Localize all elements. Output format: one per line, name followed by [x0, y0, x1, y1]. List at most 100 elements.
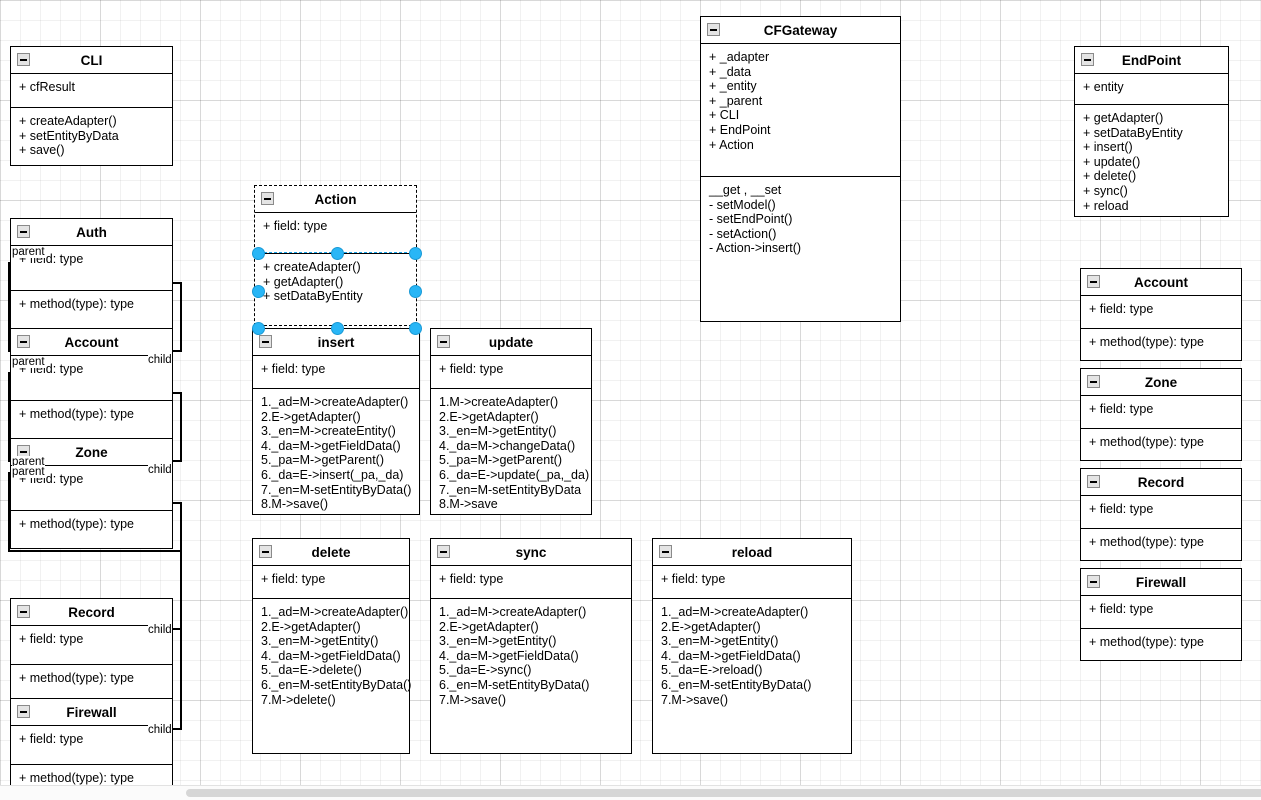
class-methods-record-left-line: + method(type): type	[19, 671, 134, 685]
class-methods-cfgateway: __get , __set- setModel()- setEndPoint()…	[701, 176, 900, 321]
class-methods-reload-line: 5._da=E->reload()	[661, 663, 763, 678]
class-methods-cfgateway-line: __get , __set	[709, 183, 782, 197]
collapse-minus-icon[interactable]	[437, 335, 450, 348]
class-methods-insert-line: 7._en=M-setEntityByData()	[261, 482, 412, 497]
class-methods-sync-line: 4._da=M->getFieldData()	[439, 648, 579, 663]
horizontal-scroll-thumb[interactable]	[186, 789, 1261, 797]
class-methods-action-line: + getAdapter()	[263, 274, 344, 289]
class-methods-cfgateway-line: - setModel()	[709, 197, 776, 212]
collapse-minus-icon[interactable]	[17, 53, 30, 66]
class-methods-update-line: 8.M->save	[439, 497, 498, 512]
class-fields-record-left: + field: type	[11, 626, 172, 664]
collapse-minus-icon[interactable]	[707, 23, 720, 36]
uml-class-insert[interactable]: insert + field: type 1._ad=M->createAdapte…	[252, 328, 420, 515]
collapse-minus-icon[interactable]	[17, 605, 30, 618]
collapse-minus-icon[interactable]	[1087, 575, 1100, 588]
connection-label: child	[148, 624, 172, 636]
collapse-minus-icon[interactable]	[17, 335, 30, 348]
uml-class-record-left[interactable]: Record+ field: type+ method(type): type	[10, 598, 173, 703]
class-methods-sync: 1._ad=M->createAdapter()2.E->getAdapter(…	[431, 598, 631, 753]
selection-handle[interactable]	[409, 247, 422, 260]
collapse-minus-icon[interactable]	[259, 545, 272, 558]
class-methods-action-line: + setDataByEntity	[263, 289, 363, 304]
class-fields-insert-line: + field: type	[261, 362, 326, 376]
class-title-delete: delete	[311, 545, 351, 560]
uml-class-zone-right[interactable]: Zone+ field: type+ method(type): type	[1080, 368, 1242, 461]
collapse-minus-icon[interactable]	[1087, 475, 1100, 488]
class-title-account-right: Account	[1134, 275, 1188, 290]
collapse-minus-icon[interactable]	[1081, 53, 1094, 66]
uml-class-cfgateway[interactable]: CFGateway+ _adapter+ _data+ _entity+ _pa…	[700, 16, 901, 322]
class-header-delete: delete	[253, 539, 409, 566]
selection-handle[interactable]	[252, 285, 265, 298]
class-fields-cli-line: + cfResult	[19, 80, 75, 94]
class-methods-action: + createAdapter()+ getAdapter()+ setData…	[255, 253, 416, 325]
horizontal-scrollbar[interactable]	[0, 785, 1261, 800]
class-title-update: update	[488, 335, 534, 350]
collapse-minus-icon[interactable]	[659, 545, 672, 558]
class-title-sync: sync	[515, 545, 547, 560]
class-fields-account-right-line: + field: type	[1089, 302, 1154, 316]
uml-class-cli[interactable]: CLI+ cfResult+ createAdapter()+ setEntit…	[10, 46, 173, 166]
class-title-insert: insert	[317, 335, 355, 350]
class-fields-sync-line: + field: type	[439, 572, 504, 586]
class-methods-update-line: 2.E->getAdapter()	[439, 409, 539, 424]
uml-class-endpoint[interactable]: EndPoint+ entity+ getAdapter()+ setDataB…	[1074, 46, 1229, 217]
class-header-record-right: Record	[1081, 469, 1241, 496]
selection-handle[interactable]	[330, 247, 344, 260]
class-fields-delete: + field: type	[253, 566, 409, 598]
uml-class-action[interactable]: Action+ field: type+ createAdapter()+ ge…	[254, 185, 417, 326]
collapse-minus-icon[interactable]	[1087, 275, 1100, 288]
class-header-action: Action	[255, 186, 416, 213]
class-header-cfgateway: CFGateway	[701, 17, 900, 44]
selection-handle[interactable]	[252, 322, 265, 335]
collapse-minus-icon[interactable]	[17, 705, 30, 718]
class-methods-insert-line: 1._ad=M->createAdapter()	[261, 395, 409, 409]
uml-class-record-right[interactable]: Record+ field: type+ method(type): type	[1080, 468, 1242, 561]
connector-segment	[8, 550, 180, 552]
collapse-minus-icon[interactable]	[437, 545, 450, 558]
selection-handle[interactable]	[330, 322, 344, 335]
class-methods-auth: + method(type): type	[11, 290, 172, 328]
class-fields-cli: + cfResult	[11, 74, 172, 107]
class-title-zone-left: Zone	[75, 445, 108, 460]
class-fields-record-left-line: + field: type	[19, 632, 84, 646]
class-title-firewall-left: Firewall	[66, 705, 117, 720]
class-methods-delete: 1._ad=M->createAdapter()2.E->getAdapter(…	[253, 598, 411, 753]
class-methods-insert: 1._ad=M->createAdapter()2.E->getAdapter(…	[253, 388, 419, 514]
class-methods-sync-line: 6._en=M-setEntityByData()	[439, 677, 590, 692]
class-methods-update-line: 6._da=E->update(_pa,_da)	[439, 467, 590, 482]
class-title-endpoint: EndPoint	[1121, 53, 1182, 68]
class-methods-insert-line: 4._da=M->getFieldData()	[261, 438, 401, 453]
class-methods-delete-line: 5._da=E->delete()	[261, 663, 362, 678]
class-methods-reload-line: 6._en=M-setEntityByData()	[661, 677, 812, 692]
class-methods-endpoint-line: + getAdapter()	[1083, 111, 1164, 125]
collapse-minus-icon[interactable]	[1087, 375, 1100, 388]
class-header-account-right: Account	[1081, 269, 1241, 296]
class-title-cfgateway: CFGateway	[763, 23, 838, 38]
uml-class-firewall-right[interactable]: Firewall+ field: type+ method(type): typ…	[1080, 568, 1242, 661]
uml-class-zone-left[interactable]: Zone+ field: type+ method(type): type	[10, 438, 173, 549]
uml-class-auth[interactable]: Auth+ field: type+ method(type): type	[10, 218, 173, 329]
uml-class-account-right[interactable]: Account+ field: type+ method(type): type	[1080, 268, 1242, 361]
class-methods-delete-line: 3._en=M->getEntity()	[261, 634, 379, 649]
class-fields-update-line: + field: type	[439, 362, 504, 376]
selection-handle[interactable]	[252, 247, 265, 260]
collapse-minus-icon[interactable]	[17, 225, 30, 238]
class-methods-cli: + createAdapter()+ setEntityByData+ save…	[11, 107, 172, 165]
class-methods-insert-line: 3._en=M->createEntity()	[261, 424, 396, 439]
uml-class-sync[interactable]: sync + field: type 1._ad=M->createAdapter(…	[430, 538, 632, 754]
collapse-minus-icon[interactable]	[261, 192, 274, 205]
class-title-auth: Auth	[76, 225, 107, 240]
class-methods-cli-line: + createAdapter()	[19, 114, 117, 128]
uml-class-account-left[interactable]: Account+ field: type+ method(type): type	[10, 328, 173, 439]
class-methods-update-line: 5._pa=M->getParent()	[439, 453, 562, 468]
class-title-reload: reload	[731, 545, 773, 560]
collapse-minus-icon[interactable]	[259, 335, 272, 348]
selection-handle[interactable]	[409, 322, 422, 335]
selection-handle[interactable]	[409, 285, 422, 298]
